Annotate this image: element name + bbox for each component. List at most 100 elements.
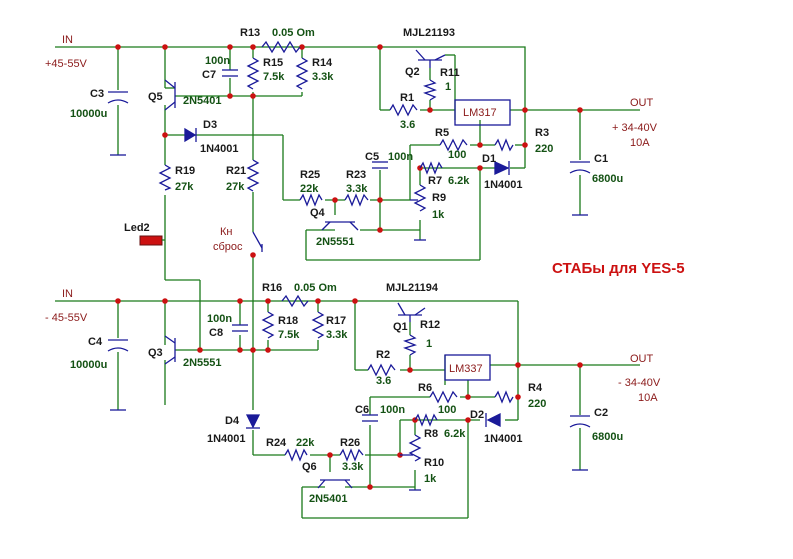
R8-label: R8 [424,428,438,440]
resistor-R19 [158,164,172,191]
R13-value: 0.05 Om [272,27,315,39]
Q6-type: 2N5401 [309,493,348,505]
transistor-Q6 [317,479,353,489]
transistor-Q5 [164,79,176,111]
potentiometer-R10 [400,434,422,491]
R6-value: 100 [438,404,456,416]
bottom-out-voltage: - 34-40V [618,377,661,389]
R13-label: R13 [240,27,260,39]
D3-type: 1N4001 [200,143,239,155]
top-out-label: OUT [630,97,654,109]
capacitor-C3 [107,91,129,156]
R7-label: R7 [428,175,442,187]
resistor-R15 [246,57,260,90]
bottom-out-current: 10A [638,392,658,404]
R16-label: R16 [262,282,282,294]
Led2-label: Led2 [124,222,150,234]
resistor-R16 [281,294,309,308]
Q5-type: 2N5401 [183,95,222,107]
R15-value: 7.5k [263,71,285,83]
C1-value: 6800u [592,173,623,185]
resistor-R2 [367,363,396,377]
capacitor-C6 [362,414,378,422]
R12-value: 1 [426,338,432,350]
resistor-R1 [389,103,418,117]
resistor-R3 [494,138,514,152]
D2-label: D2 [470,409,484,421]
resistor-R18 [261,311,275,339]
R21-value: 27k [226,181,245,193]
resistor-R24 [284,448,308,462]
R25-label: R25 [300,169,320,181]
transistor-Q1 [397,302,426,322]
R18-label: R18 [278,315,298,327]
bottom-in-voltage: - 45-55V [45,312,88,324]
resistor-R26 [339,448,364,462]
top-out-current: 10A [630,137,650,149]
C3-label: C3 [90,88,104,100]
Q3-label: Q3 [148,347,163,359]
diode-D2 [485,412,501,428]
resistor-R21 [246,159,260,192]
C5-label: C5 [365,151,379,163]
resistor-R5 [439,138,468,152]
C6-value: 100n [380,404,405,416]
C1-label: C1 [594,153,608,165]
R25-value: 22k [300,183,319,195]
R19-label: R19 [175,165,195,177]
C4-value: 10000u [70,359,107,371]
Q2-label: Q2 [405,66,420,78]
capacitor-C4 [107,339,129,411]
R1-label: R1 [400,92,414,104]
C2-value: 6800u [592,431,623,443]
junction-nodes [115,44,583,490]
resistor-R25 [299,193,323,207]
R2-value: 3.6 [376,375,391,387]
top-in-voltage: +45-55V [45,58,88,70]
D2-type: 1N4001 [484,433,523,445]
reset-button-switch[interactable] [252,231,263,252]
R10-value: 1k [424,473,437,485]
resistor-R4 [494,390,514,404]
bottom-out-label: OUT [630,353,654,365]
R2-label: R2 [376,349,390,361]
regulator-LM337 [444,354,491,381]
button-label-reset: сброс [213,241,243,253]
R23-label: R23 [346,169,366,181]
resistor-R14 [295,57,309,90]
R21-label: R21 [226,165,246,177]
C8-value: 100n [207,313,232,325]
R17-label: R17 [326,315,346,327]
resistor-R6 [429,390,458,404]
LM337-label: LM337 [449,363,483,375]
resistor-R23 [344,193,369,207]
R26-label: R26 [340,437,360,449]
Q2-type: MJL21193 [403,27,455,39]
resistor-R11 [423,79,437,101]
R1-value: 3.6 [400,119,415,131]
R4-value: 220 [528,398,546,410]
R26-value: 3.3k [342,461,364,473]
R8-value: 6.2k [444,428,466,440]
R16-value: 0.05 Om [294,282,337,294]
C5-value: 100n [388,151,413,163]
D4-type: 1N4001 [207,433,246,445]
Q5-label: Q5 [148,91,163,103]
R19-value: 27k [175,181,194,193]
LM317-label: LM317 [463,107,497,119]
R3-label: R3 [535,127,549,139]
R14-value: 3.3k [312,71,334,83]
R11-label: R11 [440,67,460,79]
capacitor-C5 [372,161,388,169]
R23-value: 3.3k [346,183,368,195]
transistor-Q2 [415,49,446,68]
bottom-in-label: IN [62,288,73,300]
R17-value: 3.3k [326,329,348,341]
R6-label: R6 [418,382,432,394]
diode-D3 [184,127,197,143]
R24-value: 22k [296,437,315,449]
bottom-wires [55,300,640,519]
C6-label: C6 [355,404,369,416]
button-label-kn: Кн [220,226,232,238]
